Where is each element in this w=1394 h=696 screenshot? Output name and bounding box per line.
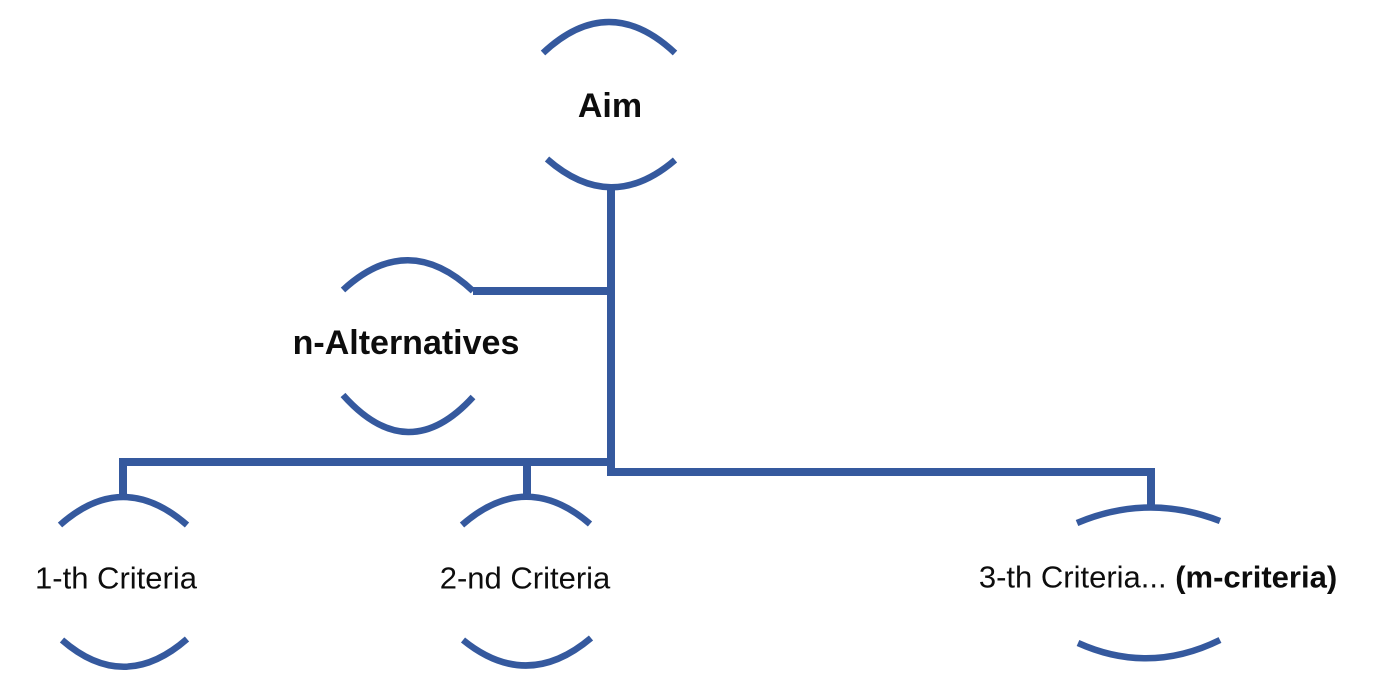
criteria-3-label-bold-part: (m-criteria): [1175, 559, 1338, 595]
criteria-3-node-top-arc: [1075, 504, 1222, 526]
node-label-alternatives: n-Alternatives: [292, 324, 520, 362]
node-label-criteria-2: 2-nd Criteria: [439, 560, 611, 596]
alternatives-node-bottom-arc: [340, 392, 476, 436]
right-branch-line: [611, 468, 1155, 507]
alternatives-node-top-arc: [340, 257, 476, 294]
criteria-1-node-top-arc: [57, 493, 190, 528]
criteria-2-node-top-arc: [459, 493, 593, 528]
aim-node-bottom-arc: [544, 156, 678, 191]
aim-node-top-arc: [540, 18, 678, 56]
criteria-2-node-bottom-arc: [460, 635, 594, 669]
node-label-aim: Aim: [577, 87, 643, 125]
node-label-criteria-3: 3-th Criteria... (m-criteria): [979, 562, 1337, 593]
criteria-3-node-bottom-arc: [1076, 637, 1222, 662]
criteria-3-label-regular-part: 3-th Criteria...: [978, 559, 1176, 595]
left-branch-line: [119, 458, 611, 497]
node-label-criteria-1: 1-th Criteria: [35, 560, 197, 596]
criteria-1-node-bottom-arc: [59, 636, 190, 670]
